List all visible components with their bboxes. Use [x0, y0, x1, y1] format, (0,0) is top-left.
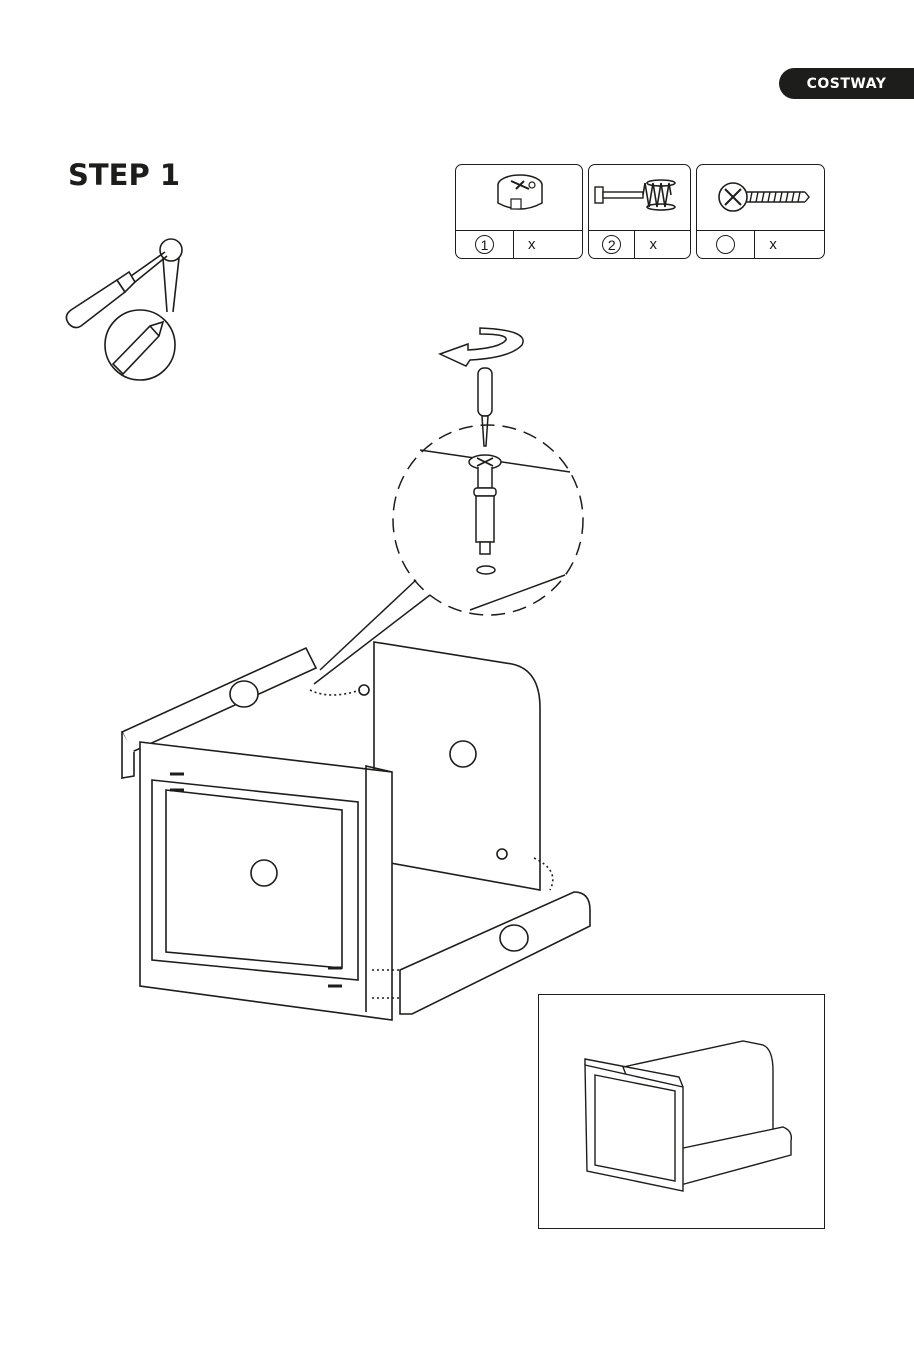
brand-name: COSTWAY: [807, 76, 887, 92]
hardware-qty-3: x: [755, 236, 777, 253]
screw-icon: [697, 165, 825, 231]
cam-lock-detail-callout: [380, 320, 600, 620]
assembly-exploded-view: [110, 630, 610, 1030]
hardware-qty-2: x: [635, 236, 657, 253]
hardware-index-1: 1: [475, 235, 494, 254]
top-rail-panel: [122, 648, 316, 752]
cam-bolt-icon: [589, 165, 691, 231]
part-label-side-panel: [450, 741, 476, 767]
hardware-index-2: 2: [602, 235, 621, 254]
part-label-top-rail: [230, 681, 258, 707]
hardware-item-2: 2 x: [588, 164, 691, 259]
hardware-index-3: [716, 235, 735, 254]
hardware-item-1: 1 x: [455, 164, 583, 259]
brand-logo: COSTWAY: [779, 68, 914, 99]
cam-lock-icon: [456, 165, 583, 231]
hardware-qty-1: x: [514, 236, 536, 253]
screwdriver-handle: [478, 368, 492, 416]
assembled-result-box: [538, 994, 825, 1229]
phillips-screwdriver-icon: [55, 230, 195, 390]
hardware-item-3: x: [696, 164, 825, 259]
assembled-result-illustration: [583, 1031, 793, 1201]
part-label-bottom-rail: [500, 925, 528, 951]
step-title: STEP 1: [68, 158, 180, 192]
rotation-arrow-icon: [440, 328, 523, 366]
part-label-front-frame: [251, 860, 277, 886]
